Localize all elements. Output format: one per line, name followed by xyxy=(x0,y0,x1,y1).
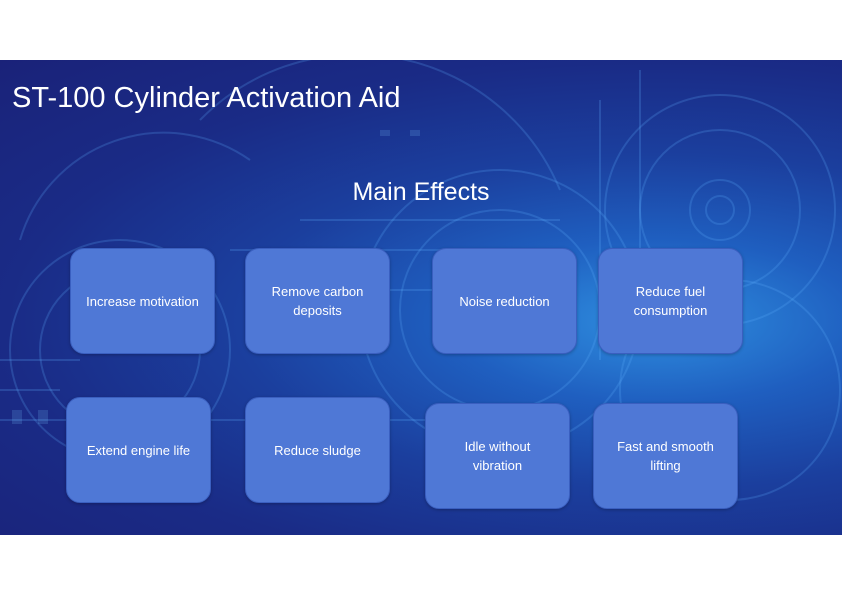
slide: ST-100 Cylinder Activation Aid Main Effe… xyxy=(0,60,842,535)
effect-box-remove-carbon-deposits: Remove carbon deposits xyxy=(245,248,390,354)
effect-box-idle-without-vibration: Idle without vibration xyxy=(425,403,570,509)
effect-box-extend-engine-life: Extend engine life xyxy=(66,397,211,503)
effect-box-reduce-sludge: Reduce sludge xyxy=(245,397,390,503)
effect-box-fast-smooth-lifting: Fast and smooth lifting xyxy=(593,403,738,509)
effect-box-increase-motivation: Increase motivation xyxy=(70,248,215,354)
slide-title: ST-100 Cylinder Activation Aid xyxy=(12,82,401,114)
effect-box-reduce-fuel-consumption: Reduce fuel consumption xyxy=(598,248,743,354)
effect-box-noise-reduction: Noise reduction xyxy=(432,248,577,354)
section-heading: Main Effects xyxy=(352,178,490,206)
